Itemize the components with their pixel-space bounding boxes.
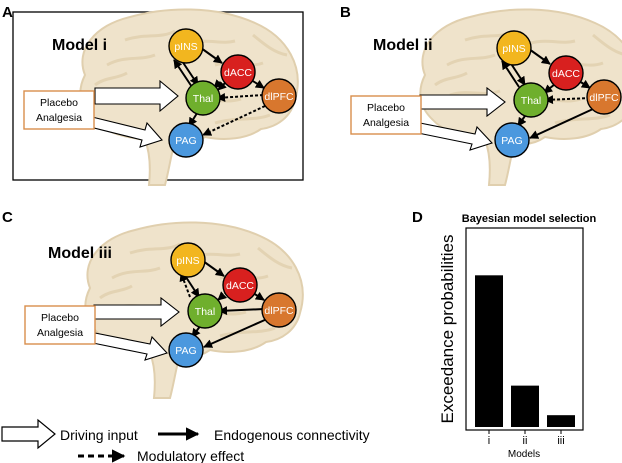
node-thal-label: Thal <box>193 93 213 105</box>
input-box <box>24 305 96 345</box>
node-pins <box>168 28 204 64</box>
input-label-line1: Placebo <box>367 102 405 114</box>
y-axis-label: Exceedance probabilities <box>438 234 457 423</box>
edge-thal-pins <box>501 60 520 88</box>
node-dacc-label: dACC <box>552 68 580 80</box>
node-dacc <box>220 54 256 90</box>
node-pins-label: pINS <box>176 255 199 267</box>
edge-thal-pins <box>173 59 193 88</box>
driving-input-arrow-thal <box>419 86 506 118</box>
bar-i <box>475 275 503 427</box>
node-thal <box>185 80 221 116</box>
edge-dlpfc-pag <box>529 108 594 139</box>
input-box <box>23 90 95 130</box>
panel-a: A Model i Placebo Analgesia pINS dACC Th… <box>2 4 304 187</box>
legend: Driving input Endogenous connectivity Mo… <box>1 418 370 463</box>
node-pag-label: PAG <box>175 135 196 147</box>
node-pag <box>168 332 204 368</box>
edge-pins-dacc <box>202 260 225 277</box>
edge-pins-dacc <box>528 48 551 65</box>
node-dacc-label: dACC <box>224 67 252 79</box>
node-dacc <box>548 55 584 91</box>
driving-input-arrow-thal <box>94 79 179 113</box>
node-pag-label: PAG <box>501 135 522 147</box>
panel-c: C Model iii Placebo Analgesia pINS dACC … <box>2 209 305 400</box>
driving-input-arrow-pag <box>85 115 163 148</box>
modulatory-dlpfc-thal <box>216 92 264 102</box>
node-dlpfc-label: dlPFC <box>264 91 294 103</box>
panel-b: B Model ii Placebo Analgesia pINS dACC T… <box>340 4 622 187</box>
x-tick-label: iii <box>557 435 564 447</box>
model-title: Model iii <box>48 245 112 262</box>
x-axis-label: Models <box>508 449 540 460</box>
legend-driving-label: Driving input <box>60 427 138 443</box>
modulatory-thal-pins <box>179 272 191 298</box>
edge-dlpfc-thal <box>218 306 265 316</box>
x-tick-label: ii <box>523 435 528 447</box>
node-dlpfc <box>261 292 297 328</box>
node-thal-label: Thal <box>195 306 215 318</box>
driving-input-legend-arrow <box>1 418 56 450</box>
node-dlpfc-label: dlPFC <box>589 92 619 104</box>
edge-dlpfc-pag <box>203 318 268 348</box>
input-label-line2: Analgesia <box>37 327 83 339</box>
panel-d: D Bayesian model selection Exceedance pr… <box>412 209 597 460</box>
panel-letter-a: A <box>2 4 13 21</box>
node-pag <box>494 122 530 158</box>
legend-modulatory-label: Modulatory effect <box>137 448 244 463</box>
panel-letter-c: C <box>2 209 13 226</box>
node-thal <box>187 293 223 329</box>
bars-group <box>475 275 575 427</box>
driving-input-arrow-pag <box>412 121 493 151</box>
node-pins-label: pINS <box>502 43 525 55</box>
x-tick-label: i <box>488 435 490 447</box>
node-pins <box>170 242 206 278</box>
chart-title: Bayesian model selection <box>462 213 597 225</box>
edge-pins-dacc <box>200 47 223 64</box>
input-label-line1: Placebo <box>41 312 79 324</box>
model-title: Model i <box>52 37 107 54</box>
panel-letter-d: D <box>412 209 423 226</box>
input-label-line2: Analgesia <box>36 112 82 124</box>
bar-ii <box>511 385 539 427</box>
model-title: Model ii <box>373 37 433 54</box>
panel-letter-b: B <box>340 4 351 21</box>
node-thal-label: Thal <box>521 95 541 107</box>
node-dacc-label: dACC <box>226 280 254 292</box>
node-pins-label: pINS <box>174 41 197 53</box>
input-label-line1: Placebo <box>40 97 78 109</box>
input-box <box>350 95 422 135</box>
node-thal <box>513 82 549 118</box>
node-dlpfc-label: dlPFC <box>264 305 294 317</box>
input-label-line2: Analgesia <box>363 117 409 129</box>
node-dlpfc <box>261 78 297 114</box>
node-dlpfc <box>586 79 622 115</box>
node-pag-label: PAG <box>175 345 196 357</box>
node-pag <box>168 122 204 158</box>
legend-endogenous-label: Endogenous connectivity <box>214 427 370 443</box>
modulatory-dlpfc-thal <box>544 95 591 105</box>
bar-iii <box>547 415 575 427</box>
driving-input-arrow-thal <box>93 296 180 328</box>
node-dacc <box>222 267 258 303</box>
modulatory-dlpfc-pag <box>202 105 266 136</box>
node-pins <box>496 30 532 66</box>
driving-input-arrow-pag <box>87 331 168 361</box>
